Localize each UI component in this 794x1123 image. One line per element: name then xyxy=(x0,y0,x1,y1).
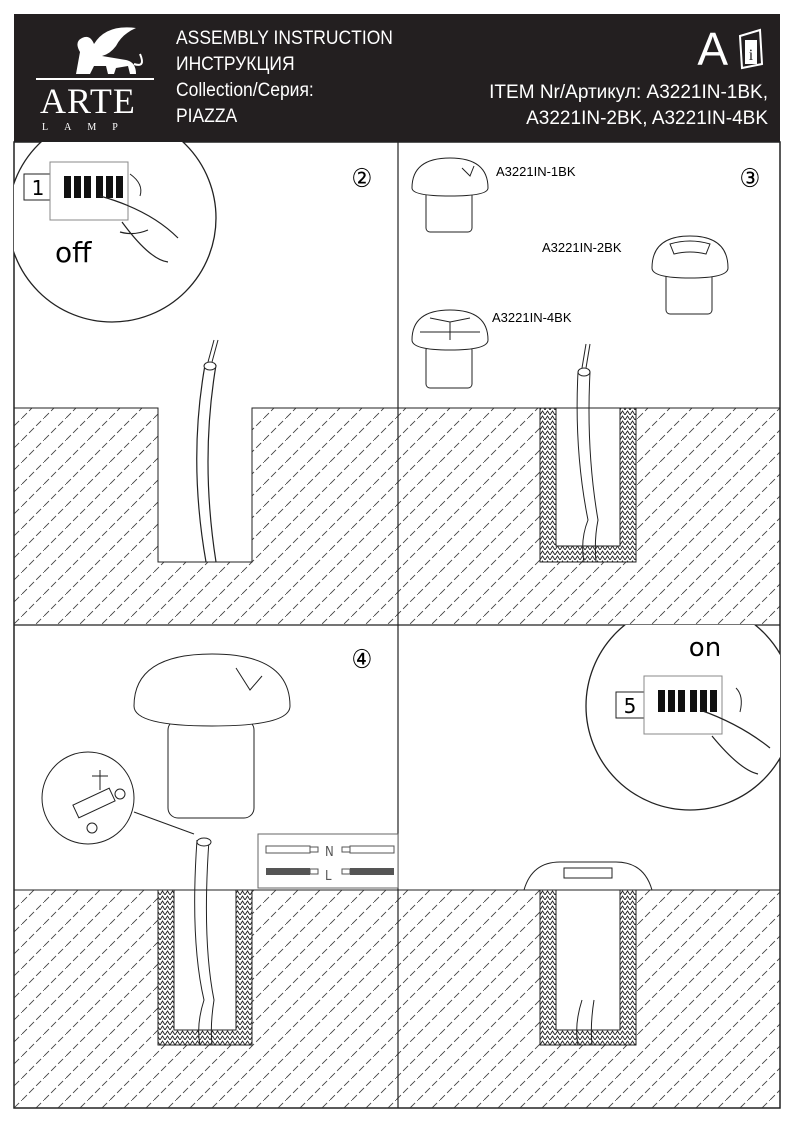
lamp-4bk-icon xyxy=(411,309,489,389)
collection-name: PIAZZA xyxy=(176,106,238,127)
circuit-breaker-on-icon xyxy=(643,675,771,775)
ground-step4 xyxy=(13,837,399,1109)
step5-number: 5 xyxy=(624,694,637,718)
item-numbers-line2: A3221IN-2BK, A3221IN-4BK xyxy=(526,108,768,129)
header-bar: ARTE LAMP ASSEMBLY INSTRUCTION ИНСТРУКЦИ… xyxy=(14,14,780,142)
model-label-1bk: A3221IN-1BK xyxy=(496,164,576,179)
live-label: L xyxy=(325,869,332,884)
step3-number: ③ xyxy=(740,164,761,194)
collection-label: Collection/Серия: xyxy=(176,80,314,101)
winged-lion-logo-icon xyxy=(36,27,154,80)
lamp-2bk-icon xyxy=(651,235,729,315)
version-letter: A xyxy=(697,23,728,75)
circuit-breaker-off-icon xyxy=(49,161,179,263)
brand-name: ARTE xyxy=(40,81,136,121)
ground-step2 xyxy=(13,339,399,626)
manual-book-icon: i xyxy=(738,28,764,70)
ground-step3 xyxy=(397,343,781,626)
model-label-4bk: A3221IN-4BK xyxy=(492,310,572,325)
title-en: ASSEMBLY INSTRUCTION xyxy=(176,28,393,49)
lamp-1bk-icon xyxy=(411,157,489,233)
lamp-wiring-icon xyxy=(41,653,291,845)
brand-sub: LAMP xyxy=(42,122,134,133)
step1-label: off xyxy=(55,236,92,269)
title-ru: ИНСТРУКЦИЯ xyxy=(176,54,295,75)
step4-number: ④ xyxy=(352,645,373,675)
ground-step6 xyxy=(397,861,781,1109)
step2-number: ② xyxy=(352,164,373,194)
model-label-2bk: A3221IN-2BK xyxy=(542,240,622,255)
step1-number: 1 xyxy=(32,176,45,200)
svg-text:i: i xyxy=(749,47,754,64)
wiring-legend: N L xyxy=(257,833,399,889)
item-numbers-line1: ITEM Nr/Артикул: A3221IN-1BK, xyxy=(489,82,768,103)
neutral-label: N xyxy=(325,845,334,860)
step5-label: on xyxy=(689,633,721,663)
